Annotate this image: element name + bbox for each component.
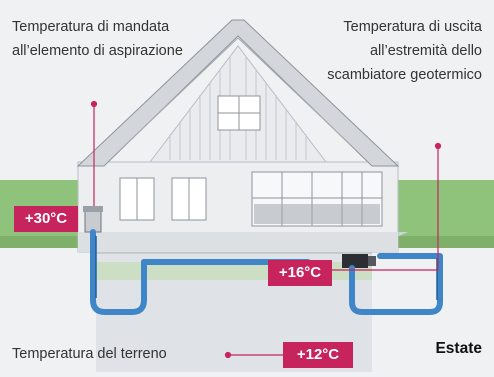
leader-lines [90, 100, 442, 359]
season-label: Estate [435, 340, 482, 357]
ground-temp-badge: +12°C [283, 342, 353, 368]
ground-temp-label: Temperatura del terreno [12, 346, 167, 362]
window-middle [171, 177, 207, 221]
supply-temp-label: Temperatura di mandata all’elemento di a… [12, 19, 183, 59]
pipe-outline [95, 236, 438, 300]
supply-temp-badge: +30°C [14, 206, 78, 232]
roof [76, 19, 400, 167]
intake-element [83, 206, 103, 233]
window-left [119, 177, 155, 221]
outlet-temp-badge: +16°C [268, 260, 332, 286]
window-wide [251, 171, 383, 227]
attic-window [217, 95, 261, 131]
exchanger-unit [342, 254, 376, 268]
outlet-temp-label: Temperatura di uscita all’estremità dell… [327, 19, 482, 83]
house-plinth [78, 232, 398, 252]
